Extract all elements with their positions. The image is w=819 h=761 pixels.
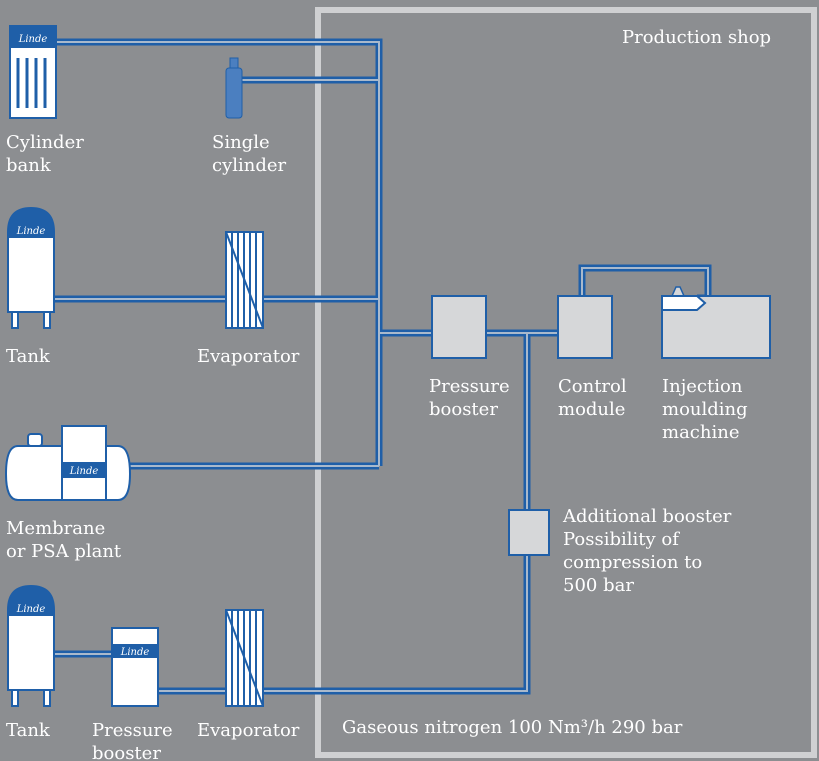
pipe-control-machine bbox=[578, 264, 712, 302]
injection-machine-icon bbox=[661, 286, 771, 359]
svg-text:Linde: Linde bbox=[16, 226, 46, 237]
membrane-label-line: or PSA plant bbox=[6, 541, 122, 562]
additional-booster-label-line: Additional booster bbox=[563, 506, 732, 527]
additional-booster-label-line: Possibility of bbox=[563, 529, 679, 550]
injection-machine-label: Injection moulding machine bbox=[662, 375, 748, 444]
membrane-label-line: Membrane bbox=[6, 518, 106, 539]
evaporator-icon bbox=[225, 231, 264, 329]
cylinder-bank-label-line: bank bbox=[6, 155, 51, 176]
cylinder-bank-icon: Linde bbox=[9, 25, 57, 119]
single-cylinder-label-line: Single bbox=[212, 132, 270, 153]
gaseous-nitrogen-label: Gaseous nitrogen 100 Nm³/h 290 bar bbox=[342, 717, 683, 738]
evaporator-icon bbox=[225, 609, 264, 707]
svg-text:Linde: Linde bbox=[69, 466, 99, 477]
pressure-booster-icon: Linde bbox=[111, 627, 159, 707]
tank-icon: Linde bbox=[7, 206, 55, 329]
additional-booster-label-line: 500 bar bbox=[563, 575, 634, 596]
injection-machine-label-line: moulding bbox=[662, 399, 748, 420]
control-module-label-line: module bbox=[558, 399, 626, 420]
control-module-label-line: Control bbox=[558, 376, 627, 397]
single-cylinder-label-line: cylinder bbox=[212, 155, 287, 176]
small-booster-label-line: booster bbox=[92, 743, 161, 761]
cylinder-bank-label-line: Cylinder bbox=[6, 132, 84, 153]
svg-text:Linde: Linde bbox=[18, 34, 48, 45]
small-booster-label: Pressure booster bbox=[92, 719, 173, 761]
single-cylinder-label: Single cylinder bbox=[212, 131, 286, 177]
membrane-plant-icon: Linde bbox=[4, 425, 132, 501]
production-shop-boundary bbox=[315, 7, 817, 758]
pressure-booster-label-line: booster bbox=[429, 399, 498, 420]
production-shop-label: Production shop bbox=[622, 27, 772, 48]
tank-1-label: Tank bbox=[6, 346, 50, 367]
single-cylinder-icon bbox=[225, 57, 243, 119]
injection-machine-label-line: Injection bbox=[662, 376, 743, 397]
cylinder-bank-label: Cylinder bank bbox=[6, 131, 84, 177]
control-module-icon bbox=[557, 295, 613, 359]
pressure-booster-label: Pressure booster bbox=[429, 375, 510, 421]
tank-2-label: Tank bbox=[6, 720, 50, 741]
svg-text:Linde: Linde bbox=[120, 647, 150, 658]
pipe-bottom-return bbox=[263, 555, 531, 695]
injection-machine-label-line: machine bbox=[662, 422, 740, 443]
pipe-cylinder-bank bbox=[56, 38, 383, 80]
additional-booster-icon bbox=[508, 509, 550, 556]
small-booster-label-line: Pressure bbox=[92, 720, 173, 741]
evaporator-2-label: Evaporator bbox=[197, 720, 300, 741]
pressure-booster-module bbox=[431, 295, 487, 359]
pressure-booster-label-line: Pressure bbox=[429, 376, 510, 397]
additional-booster-label: Additional booster Possibility of compre… bbox=[563, 505, 731, 597]
tank-icon: Linde bbox=[7, 584, 55, 707]
evaporator-1-label: Evaporator bbox=[197, 346, 300, 367]
control-module-label: Control module bbox=[558, 375, 627, 421]
additional-booster-label-line: compression to bbox=[563, 552, 703, 573]
membrane-label: Membrane or PSA plant bbox=[6, 517, 121, 563]
svg-text:Linde: Linde bbox=[16, 604, 46, 615]
